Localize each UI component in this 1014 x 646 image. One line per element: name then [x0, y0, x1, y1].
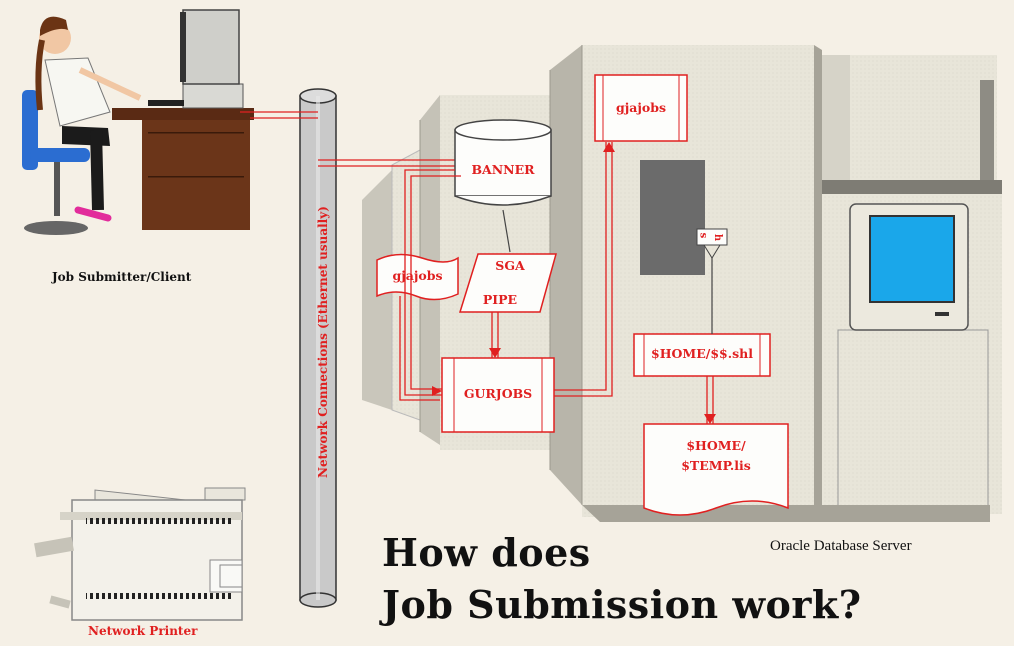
banner-sga-link	[502, 209, 511, 253]
banner-label: BANNER	[471, 162, 535, 177]
home-temp-document	[643, 423, 789, 516]
printer-caption: Network Printer	[88, 624, 198, 638]
gurjobs-label: GURJOBS	[463, 386, 533, 401]
flow-arrows	[399, 142, 714, 424]
gjajobs-top-label: gjajobs	[616, 100, 666, 115]
gurjobs-box	[441, 357, 555, 433]
title-line-1: How does	[382, 530, 591, 575]
title-line-2: Job Submission work?	[382, 582, 862, 627]
sh-tag	[696, 228, 728, 334]
home-shl-box	[633, 333, 771, 377]
home-temp-label-2: $TEMP.lis	[681, 458, 751, 473]
network-pipe	[299, 88, 337, 608]
arrowheads	[432, 142, 716, 424]
network-connections	[240, 111, 455, 167]
gjajobs-left-label: gjajobs	[392, 268, 443, 283]
server-caption: Oracle Database Server	[770, 538, 912, 554]
pipe-label: PIPE	[482, 292, 518, 307]
gjajobs-left-shape	[376, 253, 459, 301]
banner-database	[454, 119, 552, 206]
server-monitor	[849, 203, 969, 331]
sga-label: SGA	[495, 258, 525, 273]
network-printer	[34, 487, 246, 621]
home-temp-label-1: $HOME/	[686, 438, 746, 453]
client-workstation	[22, 9, 254, 235]
tag-s-label: s	[697, 232, 709, 239]
gjajobs-top-box	[594, 74, 688, 142]
network-caption: Network Connections (Ethernet usually)	[316, 206, 330, 478]
home-shl-label: $HOME/$$.shl	[651, 346, 753, 361]
sga-pipe-shape	[458, 253, 557, 313]
client-caption: Job Submitter/Client	[52, 270, 192, 284]
tag-h-label: h	[712, 233, 724, 242]
